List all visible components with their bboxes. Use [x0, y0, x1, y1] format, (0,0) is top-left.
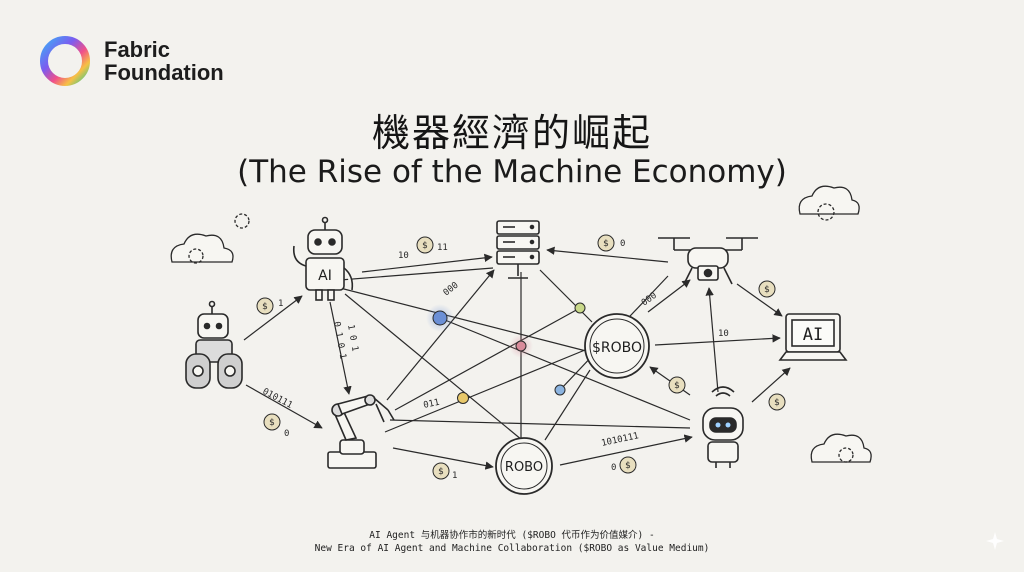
brand-name-line1: Fabric [104, 37, 171, 62]
ai-robot-icon [292, 216, 354, 301]
robo-coin-bottom-icon [495, 437, 553, 495]
edge-label: 0 [284, 429, 289, 439]
svg-text:$: $ [764, 285, 770, 295]
brand: Fabric Foundation [38, 34, 224, 88]
edge-arm-node [394, 307, 581, 411]
edge-robo-coin [544, 369, 591, 441]
dollar-coin-icon: $ [432, 462, 450, 480]
dollar-coin-icon: $ [758, 280, 776, 298]
svg-text:$: $ [625, 461, 631, 471]
ring-logo-icon [40, 36, 90, 86]
edge-label: 0 [620, 239, 625, 249]
dollar-coin-icon: $ [256, 297, 274, 315]
robo-coin-center-label: $ROBO [592, 340, 642, 356]
edge-ai-coin [339, 287, 591, 353]
dollar-coin-icon: $ [768, 393, 786, 411]
sparkle-icon [986, 532, 1004, 550]
junction-nodes [426, 302, 586, 404]
cloud-icon [170, 233, 234, 263]
gear-icon [188, 248, 204, 264]
junction-node-pink [515, 340, 527, 352]
robo-coin-center-icon [584, 313, 650, 379]
caption: AI Agent 与机器协作市的新时代 ($ROBO 代币作为价值媒介) - N… [0, 529, 1024, 555]
edge-label: 0 [611, 463, 616, 473]
dollar-coin-icon: $ [668, 376, 686, 394]
edge-label: 000 [442, 280, 461, 298]
monitor-label: AI [803, 325, 823, 345]
edge-coin-to-monitor [654, 334, 781, 346]
edge-server-coin [539, 269, 593, 323]
svg-text:$: $ [438, 467, 444, 477]
cloud-icon [810, 433, 872, 463]
dollar-coin-icon: $ [416, 236, 434, 254]
ai-robot-label: AI [318, 268, 332, 284]
edge-robo-to-bot [559, 434, 693, 466]
dollar-coin-icon: $ [597, 234, 615, 252]
page-subtitle: (The Rise of the Machine Economy) [237, 154, 787, 190]
svg-text:$: $ [422, 241, 428, 251]
junction-node-yellow [457, 392, 469, 404]
svg-text:$: $ [674, 381, 680, 391]
svg-text:$: $ [269, 418, 275, 428]
edge-label: 0 1 0 1 [331, 321, 347, 360]
dollar-coin-icon: $ [619, 456, 637, 474]
svg-text:$: $ [774, 398, 780, 408]
edge-label: 11 [437, 243, 448, 253]
gear-icon [234, 213, 250, 229]
junction-node-lightblue [554, 384, 566, 396]
edge-ai-server-2 [339, 267, 494, 281]
drone-icon [658, 237, 758, 285]
edge-label: 1 0 1 [345, 324, 360, 352]
monitor-icon [778, 313, 848, 361]
cute-bot-icon [702, 386, 744, 468]
caption-line1: AI Agent 与机器协作市的新时代 ($ROBO 代币作为价值媒介) - [369, 530, 655, 541]
edge-robot-to-arm [245, 384, 323, 429]
caption-line2: New Era of AI Agent and Machine Collabor… [314, 543, 710, 554]
wheeled-robot-icon [185, 300, 243, 389]
edge-label: 1010111 [601, 431, 640, 449]
brand-name: Fabric Foundation [104, 38, 224, 84]
edge-label: 010111 [261, 387, 294, 411]
gear-icon [817, 203, 835, 221]
edge-label: 1 [452, 471, 457, 481]
edge-ai-robo [344, 293, 523, 441]
edge-label: 011 [423, 398, 441, 411]
edge-label: 10 [398, 251, 409, 261]
edge-drone-to-server [546, 246, 669, 263]
small-coins: $ $ $ $ $ $ $ $ $ [256, 234, 786, 480]
edge-node-bot [439, 317, 691, 421]
edge-ai-to-arm [329, 301, 352, 395]
server-icon [496, 220, 540, 279]
edge-label: 10 [718, 329, 729, 339]
edge-coin-to-drone [647, 279, 691, 313]
edge-arm-bot [389, 419, 691, 429]
svg-text:$: $ [603, 239, 609, 249]
edge-arm-to-server [386, 269, 495, 401]
junction-node-blue [432, 310, 448, 326]
edge-bot-to-drone [705, 287, 719, 393]
cloud-icon [798, 185, 860, 215]
edge-drone-to-monitor [736, 283, 783, 317]
edge-ai-to-server [361, 253, 493, 273]
edge-bot-to-monitor [751, 367, 791, 403]
junction-node-green [574, 302, 586, 314]
dollar-coin-icon: $ [263, 413, 281, 431]
edge-robot-to-ai [243, 295, 303, 341]
decorations [170, 185, 872, 463]
connection-lines [243, 246, 791, 470]
svg-text:$: $ [262, 302, 268, 312]
robotic-arm-icon [327, 394, 395, 469]
edge-label: 1 [278, 299, 283, 309]
robo-coin-bottom-label: ROBO [505, 460, 543, 475]
brand-name-line2: Foundation [104, 60, 224, 85]
gear-icon [838, 447, 854, 463]
edge-arm-to-robo [392, 447, 494, 470]
page-title: 機器經濟的崛起 [371, 111, 652, 155]
